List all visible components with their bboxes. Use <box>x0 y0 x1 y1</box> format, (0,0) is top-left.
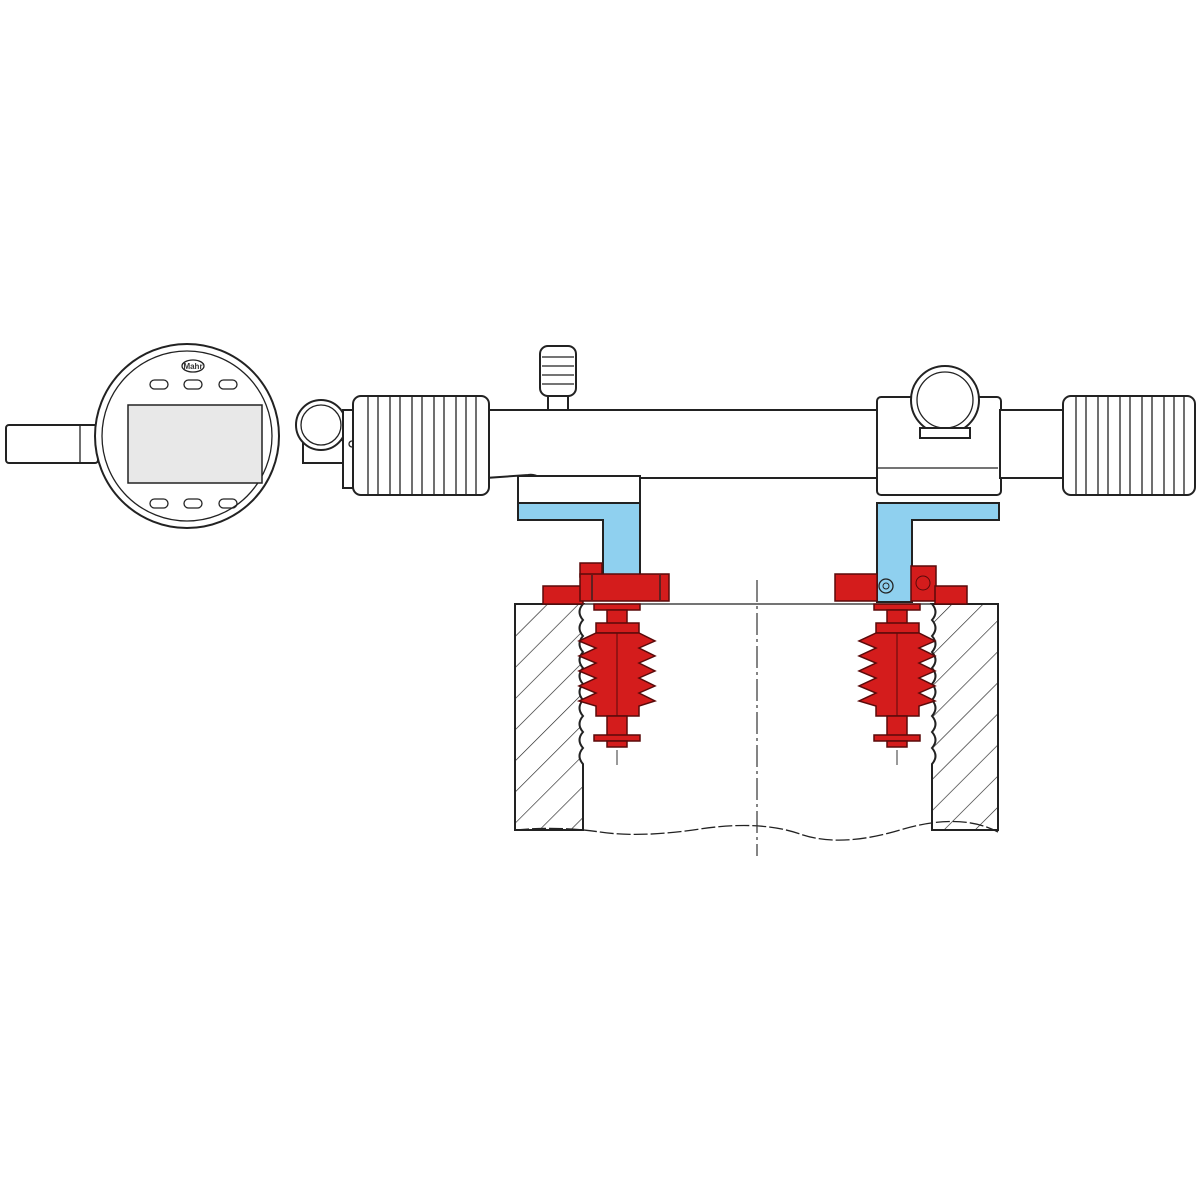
right-centering-clamp <box>834 565 968 605</box>
left-carrier-block <box>517 475 641 505</box>
left-thread-wall <box>514 603 586 831</box>
right-knurled-grip <box>1062 395 1196 496</box>
left-contact-arm <box>517 502 641 576</box>
dial-buttons-bottom <box>149 498 238 509</box>
dial-stem <box>5 424 99 464</box>
left-centering-clamp <box>542 562 670 605</box>
body-tube <box>484 409 881 480</box>
mahr-logo <box>181 359 205 373</box>
gauge-body <box>352 345 1196 505</box>
top-screw <box>539 345 577 397</box>
dial-display <box>127 404 263 484</box>
right-lock-knob <box>910 365 980 435</box>
left-bellows-probe <box>576 603 657 765</box>
dial-buttons-top <box>149 379 238 390</box>
right-bellows-probe <box>856 603 937 765</box>
threaded-workpiece <box>514 580 999 856</box>
right-contact-arm <box>876 502 1000 603</box>
dial-clamp <box>295 399 360 489</box>
right-thread-wall <box>929 603 999 831</box>
left-knurled-grip <box>352 395 490 496</box>
digital-dial-indicator: Mahr <box>5 343 280 529</box>
logo-text: Mahr <box>183 362 202 371</box>
